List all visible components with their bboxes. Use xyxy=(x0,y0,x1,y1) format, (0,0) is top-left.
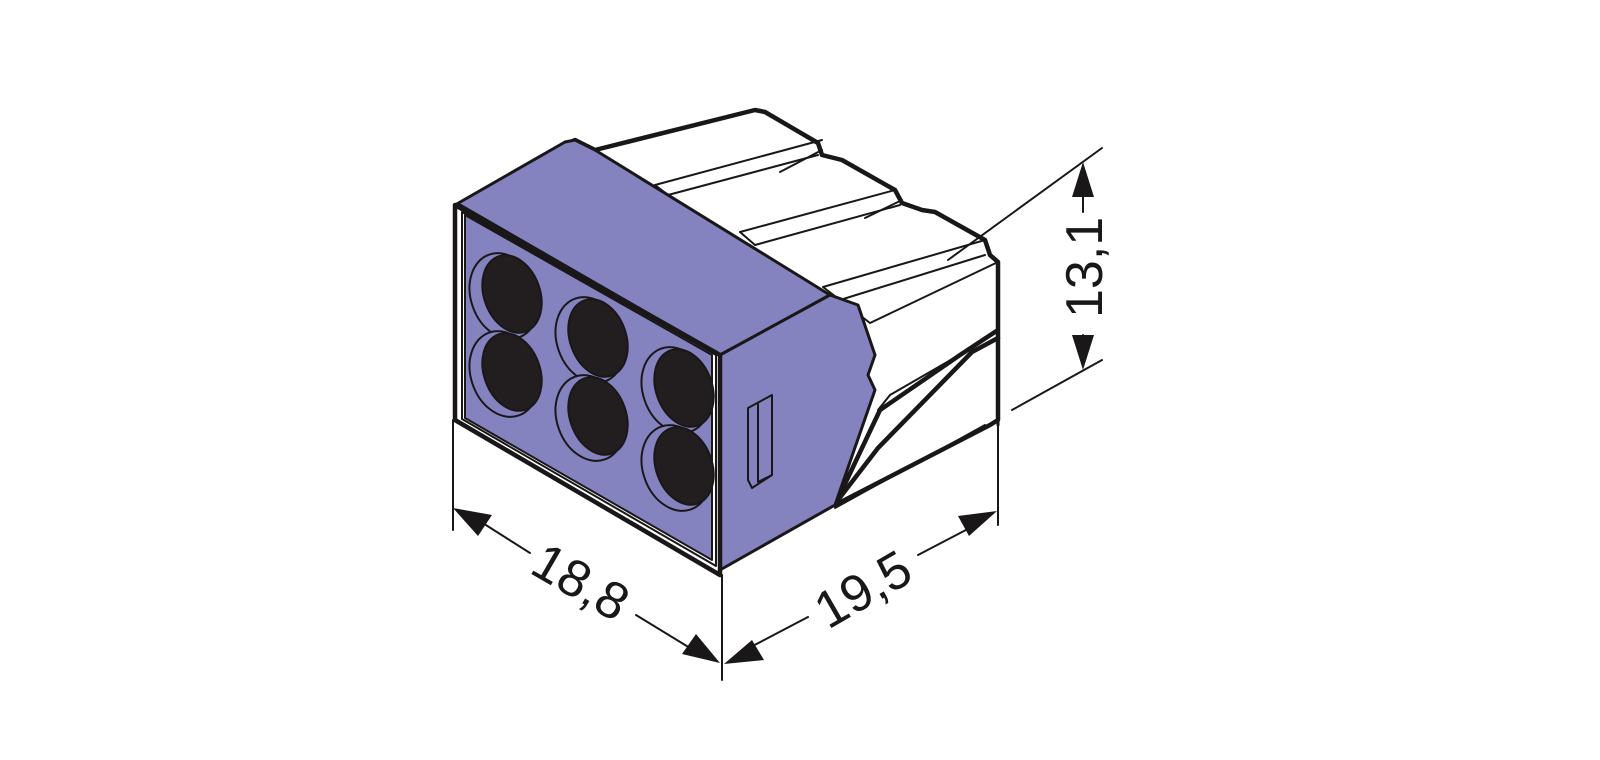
arrowhead-icon xyxy=(682,634,720,663)
dimension-depth-label: 19,5 xyxy=(805,540,922,641)
arrowhead-icon xyxy=(724,640,764,664)
hole-2 xyxy=(468,330,543,418)
dimension-height-label: 13,1 xyxy=(1056,217,1114,318)
dimension-width-label: 18,8 xyxy=(522,532,639,633)
arrowhead-icon xyxy=(453,508,492,536)
wire-entry-holes xyxy=(468,252,715,512)
hole-4 xyxy=(554,374,629,462)
dimension-height: 13,1 xyxy=(947,147,1114,411)
hole-3 xyxy=(554,296,629,384)
hole-6 xyxy=(640,424,715,512)
arrowhead-icon xyxy=(1072,335,1094,370)
hole-5 xyxy=(640,346,715,434)
arrowhead-icon xyxy=(1072,162,1094,197)
hole-1 xyxy=(468,252,543,340)
arrowhead-icon xyxy=(958,511,997,536)
